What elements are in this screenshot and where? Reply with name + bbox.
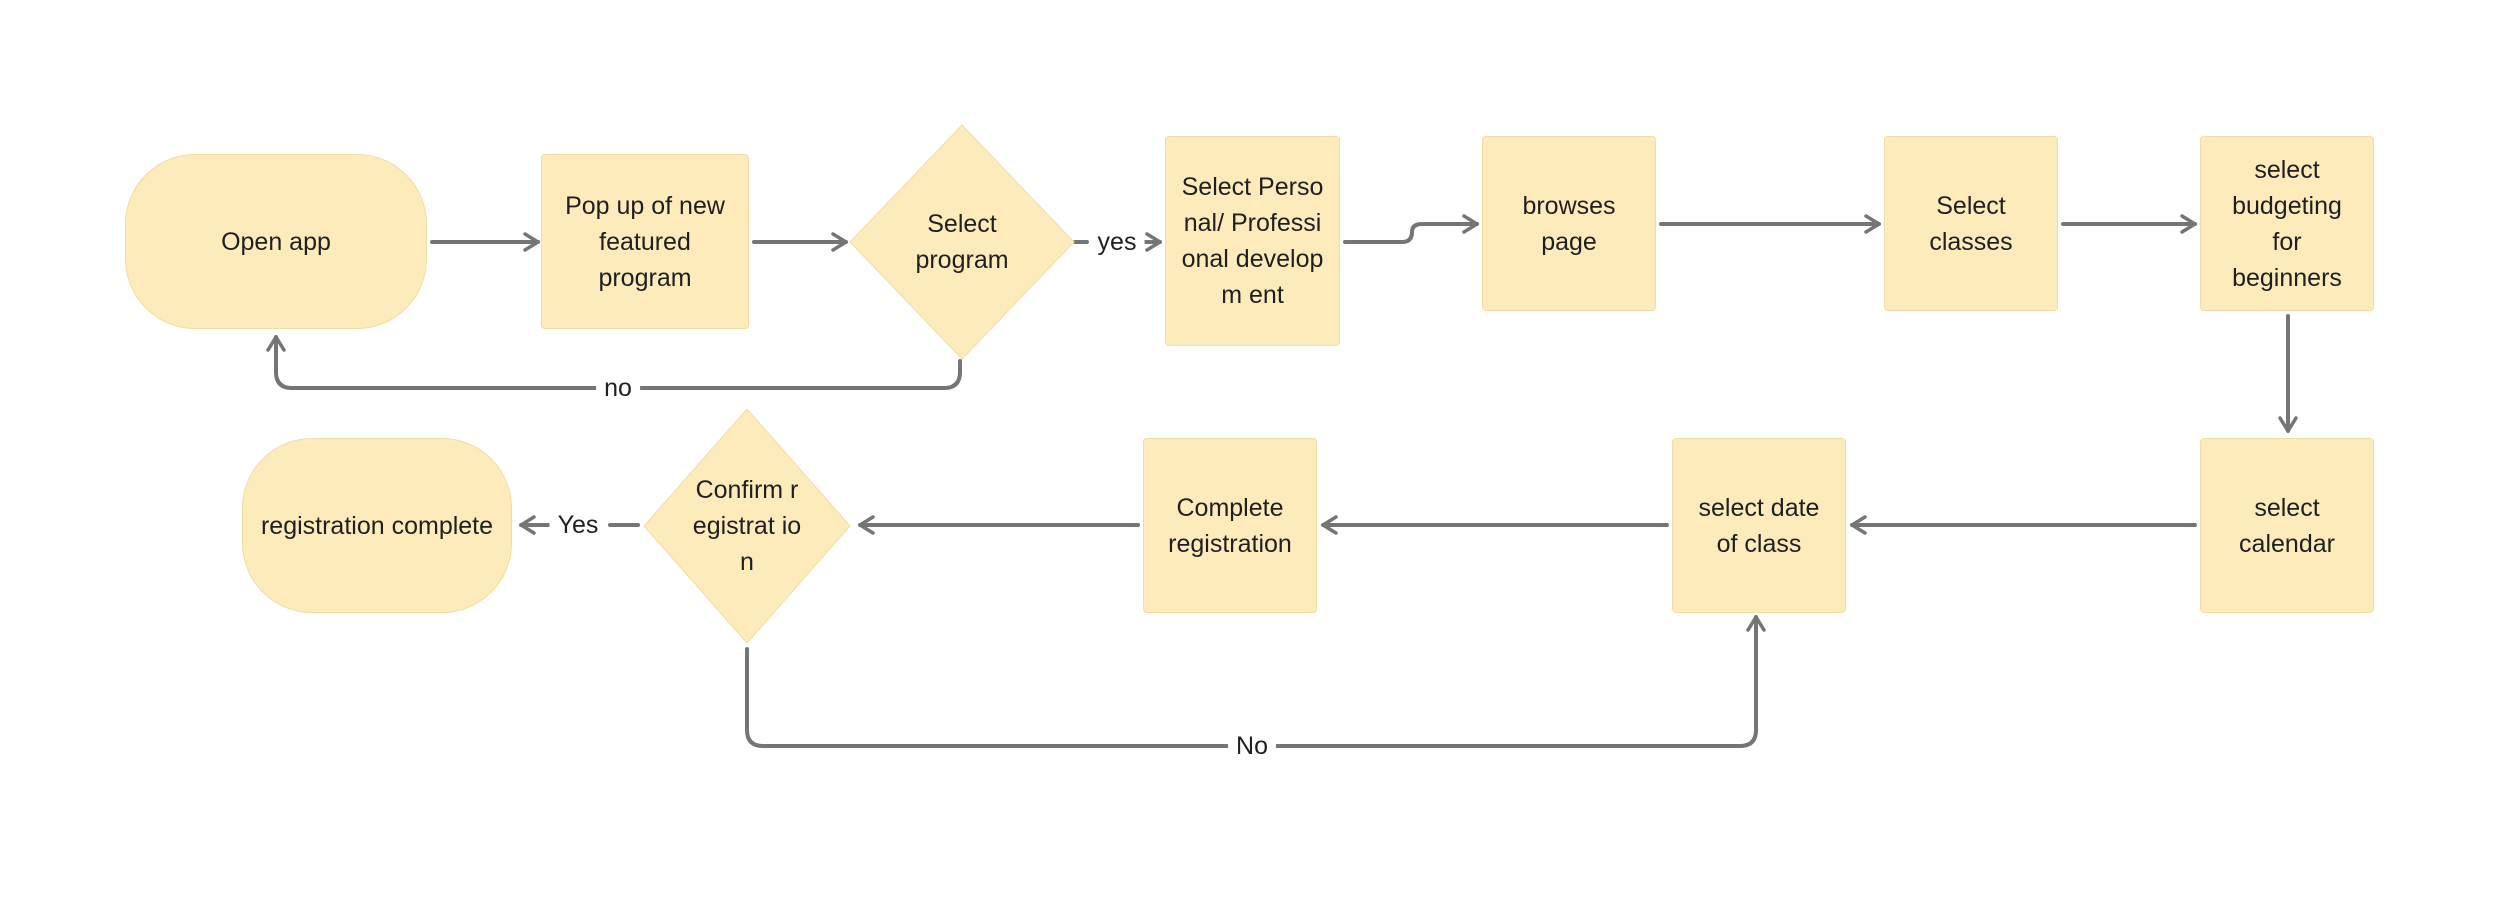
edge-personal-to-browses — [1343, 214, 1479, 244]
decision-diamond-shape — [643, 408, 851, 644]
select-personal-professional-label: Select Personal/ Professional developm e… — [1181, 173, 1324, 309]
complete-registration-label: Complete registration — [1168, 493, 1292, 558]
select-budgeting-node[interactable]: select budgeting for beginners — [2200, 136, 2374, 311]
browses-page-node[interactable]: browses page — [1482, 136, 1656, 311]
confirm-registration-decision[interactable]: Confirm registrat ion — [643, 408, 851, 644]
complete-registration-node[interactable]: Complete registration — [1143, 438, 1317, 613]
edge-confirm-to-date-no — [745, 615, 1766, 748]
browses-page-label: browses page — [1522, 191, 1616, 256]
popup-featured-program-label: Pop up of new featured program — [565, 191, 725, 292]
open-app-node[interactable]: Open app — [125, 154, 427, 329]
select-calendar-label: select calendar — [2239, 493, 2335, 558]
select-budgeting-label: select budgeting for beginners — [2232, 155, 2342, 292]
select-personal-professional-node[interactable]: Select Personal/ Professional developm e… — [1165, 136, 1340, 346]
edge-label-no-confirm: No — [1228, 731, 1276, 761]
edge-label-yes-confirm: Yes — [549, 510, 607, 540]
decision-diamond-shape — [849, 124, 1075, 360]
select-date-node[interactable]: select date of class — [1672, 438, 1846, 613]
select-calendar-node[interactable]: select calendar — [2200, 438, 2374, 613]
registration-complete-label: registration complete — [260, 511, 494, 540]
select-date-label: select date of class — [1698, 493, 1820, 558]
edge-label-no: no — [596, 373, 640, 403]
select-classes-label: Select classes — [1929, 191, 2013, 256]
registration-complete-node[interactable]: registration complete — [242, 438, 512, 613]
popup-featured-program-node[interactable]: Pop up of new featured program — [541, 154, 749, 329]
select-program-decision[interactable]: Select program — [849, 124, 1075, 360]
confirm-registration-label: Confirm registrat ion — [692, 476, 802, 576]
select-program-label: Select program — [915, 210, 1009, 274]
open-app-label: Open app — [221, 227, 331, 256]
edge-label-yes: yes — [1089, 227, 1145, 257]
select-classes-node[interactable]: Select classes — [1884, 136, 2058, 311]
